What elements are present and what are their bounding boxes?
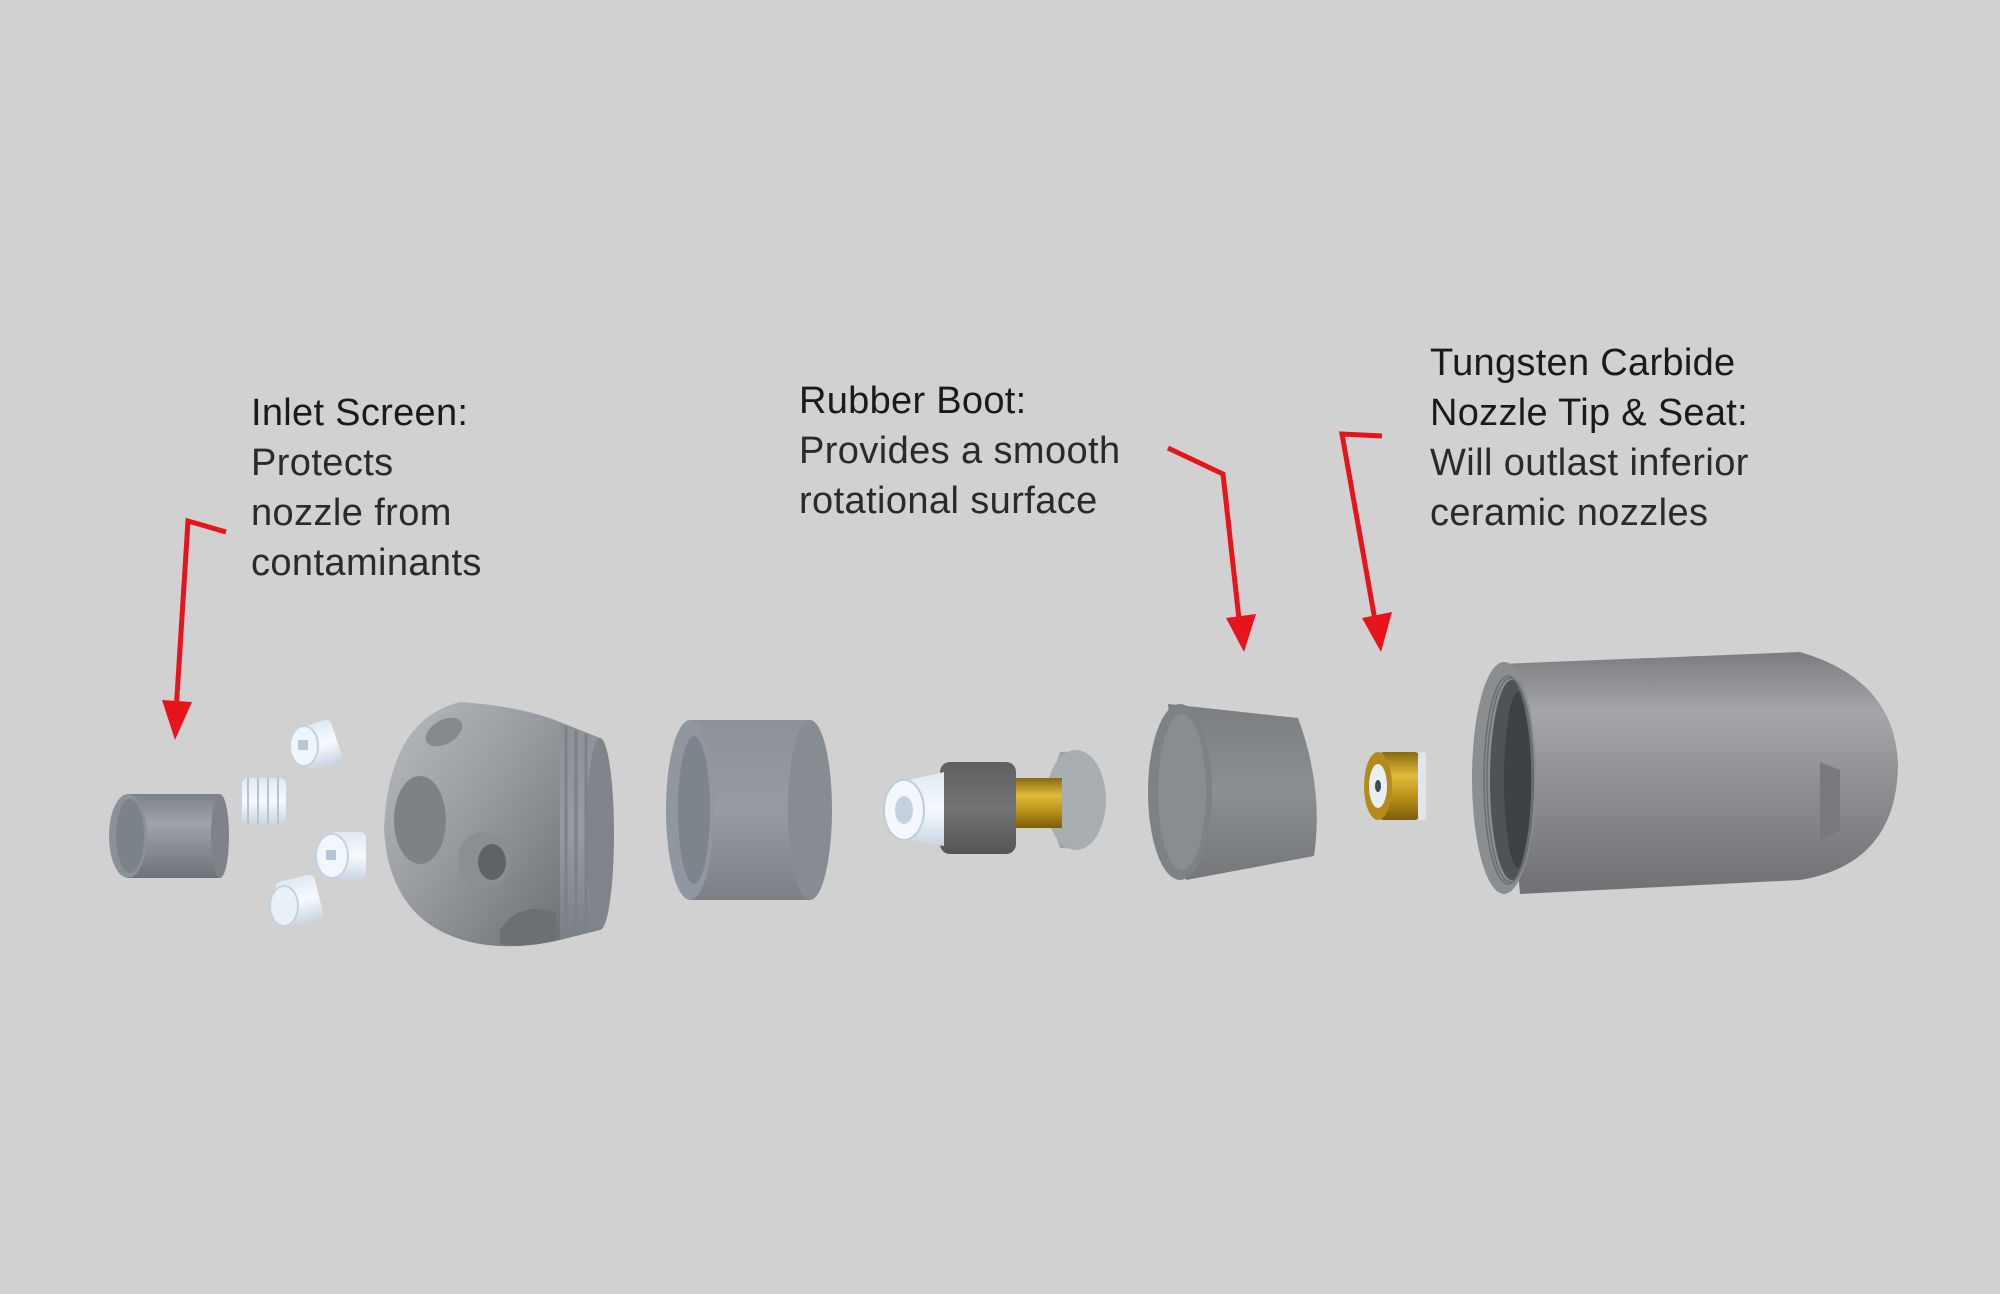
arrowhead-icon xyxy=(162,700,192,740)
rubber-boot-part xyxy=(1148,704,1317,880)
rotor-assembly xyxy=(883,750,1106,854)
callout-desc-line: contaminants xyxy=(251,542,482,584)
arrowhead-icon xyxy=(1362,612,1392,652)
callout-rubber-boot: Rubber Boot: Provides a smooth rotationa… xyxy=(799,376,1121,526)
jet-plug xyxy=(289,719,342,770)
arrow-rubber-boot xyxy=(1166,445,1243,629)
jet-plug xyxy=(242,778,286,824)
callout-arrows xyxy=(173,431,1383,713)
arrowhead-icon xyxy=(1226,614,1256,652)
arrow-nozzle-tip xyxy=(1338,431,1383,627)
cover-ring xyxy=(666,720,832,900)
jet-plug xyxy=(269,874,324,927)
callout-desc-line: nozzle from xyxy=(251,492,452,534)
jet-plugs xyxy=(242,719,366,927)
callout-desc-line: rotational surface xyxy=(799,480,1098,522)
callout-tungsten-carbide: Tungsten Carbide Nozzle Tip & Seat: Will… xyxy=(1430,338,1749,538)
nozzle-tip-seat-part xyxy=(1364,752,1426,820)
callout-title: Inlet Screen: xyxy=(251,392,469,434)
callout-title: Nozzle Tip & Seat: xyxy=(1430,392,1748,434)
nozzle-head xyxy=(384,702,614,947)
callout-desc-line: Protects xyxy=(251,442,394,484)
callout-desc-line: ceramic nozzles xyxy=(1430,492,1709,534)
arrow-inlet-screen xyxy=(173,517,227,713)
callout-desc-line: Provides a smooth xyxy=(799,430,1121,472)
callout-inlet-screen: Inlet Screen: Protects nozzle from conta… xyxy=(251,388,482,588)
outer-housing xyxy=(1472,652,1898,894)
callout-title: Rubber Boot: xyxy=(799,380,1027,422)
jet-plug xyxy=(315,832,366,880)
arrowheads xyxy=(162,612,1392,740)
callout-title: Tungsten Carbide xyxy=(1430,342,1736,384)
callout-desc-line: Will outlast inferior xyxy=(1430,442,1749,484)
inlet-screen-part xyxy=(109,794,229,878)
